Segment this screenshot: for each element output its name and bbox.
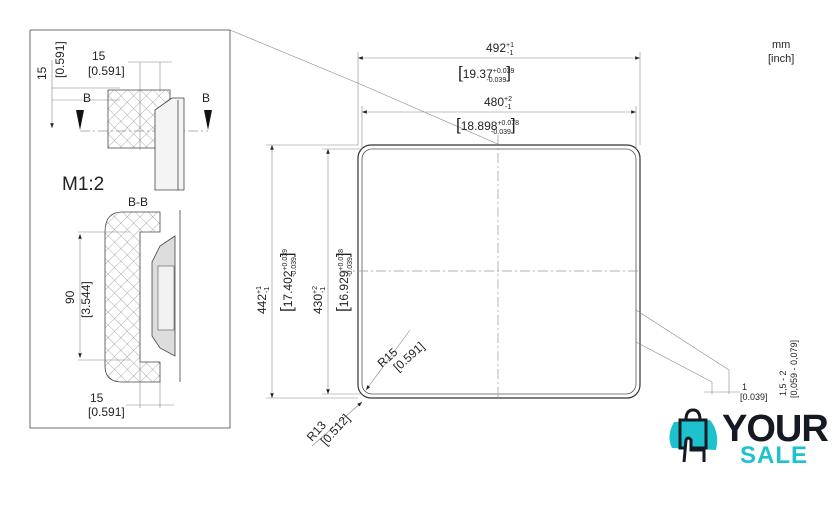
svg-text:480+2-1: 480+2-1 [484,95,512,111]
svg-text:442+1-1: 442+1-1 [255,286,271,314]
height-inner-mm: 430 [311,294,325,314]
width-outer-mm: 492 [486,41,506,55]
svg-text:[19.37+0.039-0.039]: [19.37+0.039-0.039] [458,63,514,84]
height-outer-inch: 17.402 [281,270,295,307]
units-legend: mm [inch] [768,39,794,65]
svg-text:[18.898+0.078-0.039]: [18.898+0.078-0.039] [456,115,519,136]
width-inner-mm: 480 [484,95,504,109]
svg-text:[16.929+0.078-0.039]: [16.929+0.078-0.039] [333,249,354,312]
section-title: B-B [128,195,148,209]
width-inner-inch: 18.898 [461,119,498,133]
edge-mm: 1,5 - 2 [778,370,788,396]
scale-label: M1:2 [62,174,104,195]
section-arrow-left [76,110,84,130]
detail-top-dim-h-mm: 15 [92,49,106,63]
width-outer-inch: 19.37 [463,67,493,81]
svg-text:430+2-1: 430+2-1 [311,286,327,314]
units-mm: mm [772,39,790,51]
detail-view: 15 [0.591] 15 [0.591] B B M1:2 B-B 90 [3… [29,29,501,429]
shopping-bag-hand-icon [669,408,718,463]
svg-text:[17.402+0.039-0.039]: [17.402+0.039-0.039] [277,249,298,312]
mount-part [154,97,185,191]
section-label-right: B [202,91,210,105]
section-label-left: B [83,91,91,105]
panel-inner [361,148,637,395]
gap-mm: 1 [742,382,747,392]
detail-bottom-dim-mm: 15 [90,391,104,405]
leader-line [229,29,361,85]
section-profile [104,211,161,383]
edge-inch: [0,059 - 0,079] [789,340,799,398]
brand-logo: YOUR SALE [664,406,834,469]
height-outer-mm: 442 [255,294,269,314]
detail-bottom-dim-inch: [0.591] [88,405,125,419]
logo-text-sale: SALE [740,442,809,469]
units-inch: [inch] [768,53,794,65]
logo-text-your: YOUR [722,408,829,450]
detail-top-dim-h-inch: [0.591] [88,64,125,78]
svg-text:492+1-1: 492+1-1 [486,41,514,57]
height-inner-inch: 16.929 [337,270,351,307]
leader-line [359,83,501,146]
panel-outer [357,144,641,399]
detail-top-dim-v-inch: [0.591] [53,41,67,78]
main-view: 492+1-1 [19.37+0.039-0.039] 480+2-1 [18.… [255,41,799,448]
detail-height-dim-mm: 90 [63,290,77,304]
detail-top-dim-v-mm: 15 [35,66,49,80]
gap-inch: [0.039] [740,392,768,402]
section-arrow-right [204,110,212,130]
detail-height-dim-inch: [3.544] [79,281,93,318]
detail-frame [29,29,231,429]
